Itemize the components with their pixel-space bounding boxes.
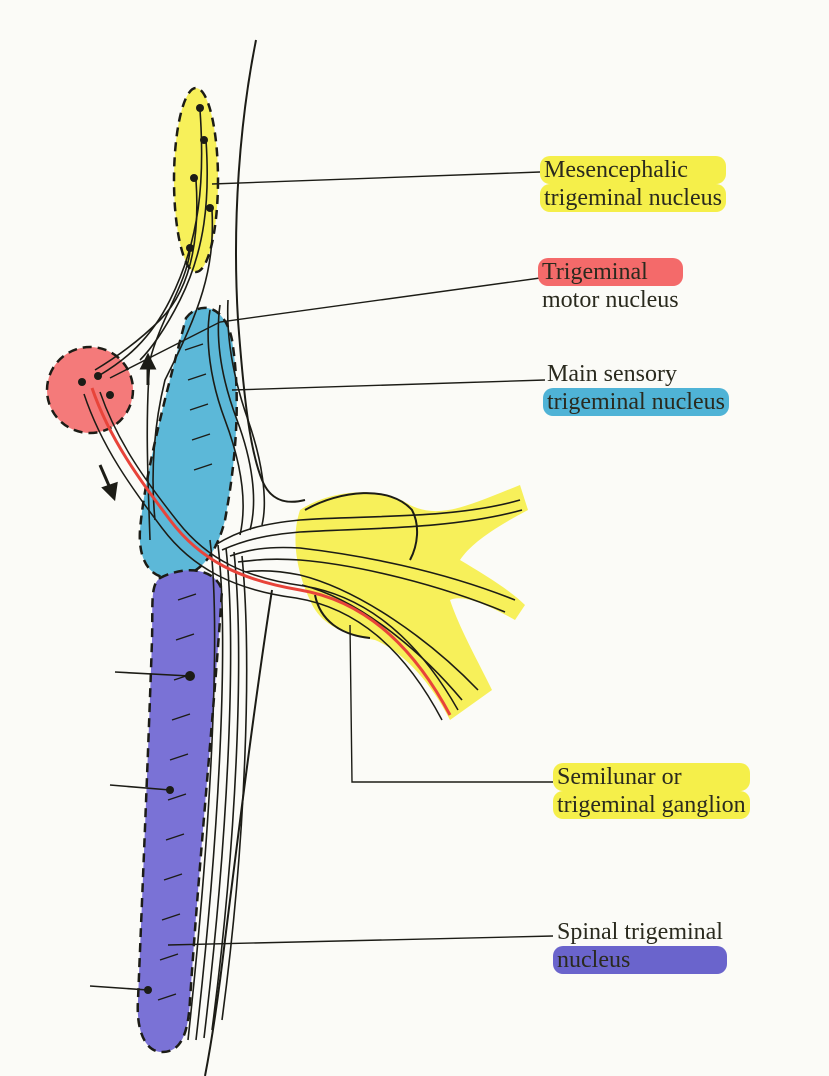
spinal-tract-fibers	[187, 539, 248, 1041]
label-line: Trigeminal	[538, 258, 683, 286]
motor-nucleus-label: Trigeminal motor nucleus	[538, 258, 683, 314]
input-lines	[89, 671, 191, 991]
semilunar-ganglion-label: Semilunar or trigeminal ganglion	[553, 763, 750, 819]
leader-lines	[109, 171, 554, 946]
mesencephalic-nucleus-label: Mesencephalic trigeminal nucleus	[540, 156, 726, 212]
direction-arrows	[98, 352, 157, 502]
label-line: Main sensory	[547, 361, 677, 387]
motor-nucleus-region	[45, 345, 135, 435]
motor-cell-bodies	[78, 372, 114, 399]
brainstem-outline	[235, 39, 306, 503]
label-line: Mesencephalic	[540, 156, 726, 184]
ganglion-outline	[304, 492, 418, 639]
label-line: nucleus	[553, 946, 727, 974]
label-line: Spinal trigeminal	[557, 919, 723, 945]
motor-axons	[83, 387, 459, 721]
trigeminal-ganglion-region	[295, 485, 528, 720]
main-sensory-nucleus-label: Main sensory trigeminal nucleus	[543, 360, 729, 416]
label-line: trigeminal nucleus	[540, 184, 726, 212]
label-line: Semilunar or	[553, 763, 750, 791]
spinal-nucleus-label: Spinal trigeminal nucleus	[553, 918, 727, 974]
brainstem-midline	[204, 589, 273, 1076]
nucleus-dendrites	[157, 343, 213, 1001]
label-line: trigeminal nucleus	[543, 388, 729, 416]
spinal-nucleus-region	[136, 569, 224, 1054]
mesencephalic-cell-bodies	[186, 104, 214, 252]
label-line: trigeminal ganglion	[553, 791, 750, 819]
label-line: motor nucleus	[542, 287, 679, 313]
root-fibers	[207, 299, 523, 701]
